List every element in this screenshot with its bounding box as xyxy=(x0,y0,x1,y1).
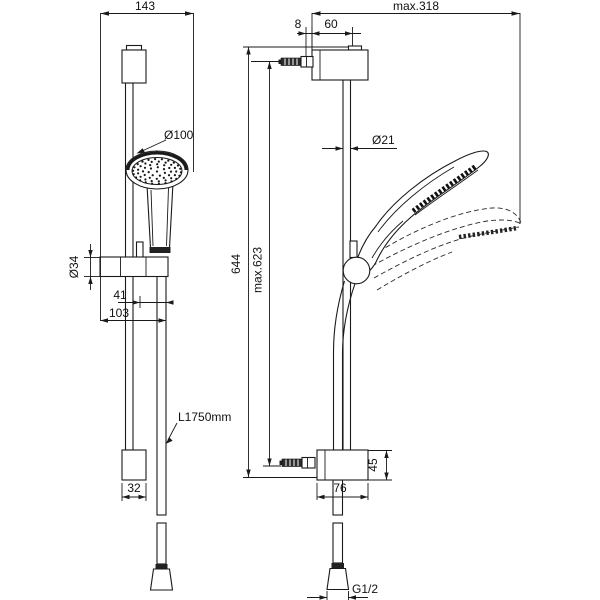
dim-holder-diameter: Ø34 xyxy=(67,244,100,290)
front-holder-pin xyxy=(135,241,144,259)
bottom-fixing-screw xyxy=(279,456,316,469)
dim-label-45: 45 xyxy=(366,458,380,472)
front-hose xyxy=(149,275,174,591)
dim-bottom-bracket-depth: 76 xyxy=(316,481,369,500)
dim-hose-thread: G1/2 xyxy=(307,582,378,600)
dim-fixing-distance: max.623 xyxy=(251,61,281,467)
slider-knob xyxy=(342,240,371,285)
side-hose-cone xyxy=(326,567,350,591)
dim-screw-and-bracket-depth: 8 60 xyxy=(295,17,361,57)
front-bottom-bracket xyxy=(121,449,147,481)
front-hose-cone xyxy=(149,568,174,591)
dim-rail-diameter: Ø21 xyxy=(322,133,397,151)
side-top-bracket xyxy=(278,45,369,81)
dim-hose-length: L1750mm xyxy=(165,410,231,444)
side-top-bracket-cap xyxy=(347,45,363,51)
dim-label-644: 644 xyxy=(229,254,243,274)
side-shower-head xyxy=(351,150,489,281)
front-hose-nut xyxy=(155,564,168,569)
dim-label-o21: Ø21 xyxy=(372,133,395,147)
dim-label-o100: Ø100 xyxy=(164,128,194,142)
dim-rail-length: 644 xyxy=(229,46,349,478)
dim-label-103: 103 xyxy=(109,306,129,320)
dim-label-g12: G1/2 xyxy=(352,582,378,596)
dashed-spray-face xyxy=(458,225,518,240)
dim-max-reach: max.318 xyxy=(311,0,521,224)
dashed-head-position xyxy=(371,207,522,291)
dim-bottom-bracket-height: 45 xyxy=(366,450,392,481)
dim-label-max623: max.623 xyxy=(251,247,265,293)
front-holder xyxy=(99,241,169,278)
dim-head-diameter: Ø100 xyxy=(136,128,194,154)
dim-overall-width: 143 xyxy=(100,0,194,321)
head-rim xyxy=(126,151,188,171)
side-view: max.318 8 60 Ø21 xyxy=(229,0,522,600)
front-view: 143 Ø100 Ø34 41 xyxy=(67,0,231,591)
dim-label-8: 8 xyxy=(295,17,302,31)
slider-pin xyxy=(349,240,358,259)
dim-label-o34: Ø34 xyxy=(67,255,81,278)
dim-holder-reach: 103 xyxy=(100,306,166,323)
side-bottom-bracket xyxy=(279,449,369,481)
dim-bottom-bracket-width: 32 xyxy=(121,481,147,501)
dim-holder-offset: 41 xyxy=(113,288,174,326)
dim-label-max318: max.318 xyxy=(393,0,439,13)
dim-label-41: 41 xyxy=(113,288,127,302)
front-shower-head xyxy=(125,150,189,190)
top-fixing-screw xyxy=(278,55,314,68)
spray-face xyxy=(411,164,478,213)
front-handle xyxy=(146,182,174,253)
front-top-bracket-cap xyxy=(125,44,143,51)
spray-nozzle-dots xyxy=(132,158,182,185)
dim-label-l1750: L1750mm xyxy=(178,410,231,424)
side-hose-lower xyxy=(326,479,350,591)
side-hose-nut xyxy=(331,563,344,569)
dim-label-76: 76 xyxy=(333,481,347,495)
dim-label-143: 143 xyxy=(135,0,155,13)
dim-label-32: 32 xyxy=(127,481,141,495)
dim-label-60: 60 xyxy=(324,17,338,31)
front-handle-band xyxy=(149,247,171,253)
front-top-bracket xyxy=(121,44,147,84)
side-hose-upper xyxy=(332,280,356,450)
